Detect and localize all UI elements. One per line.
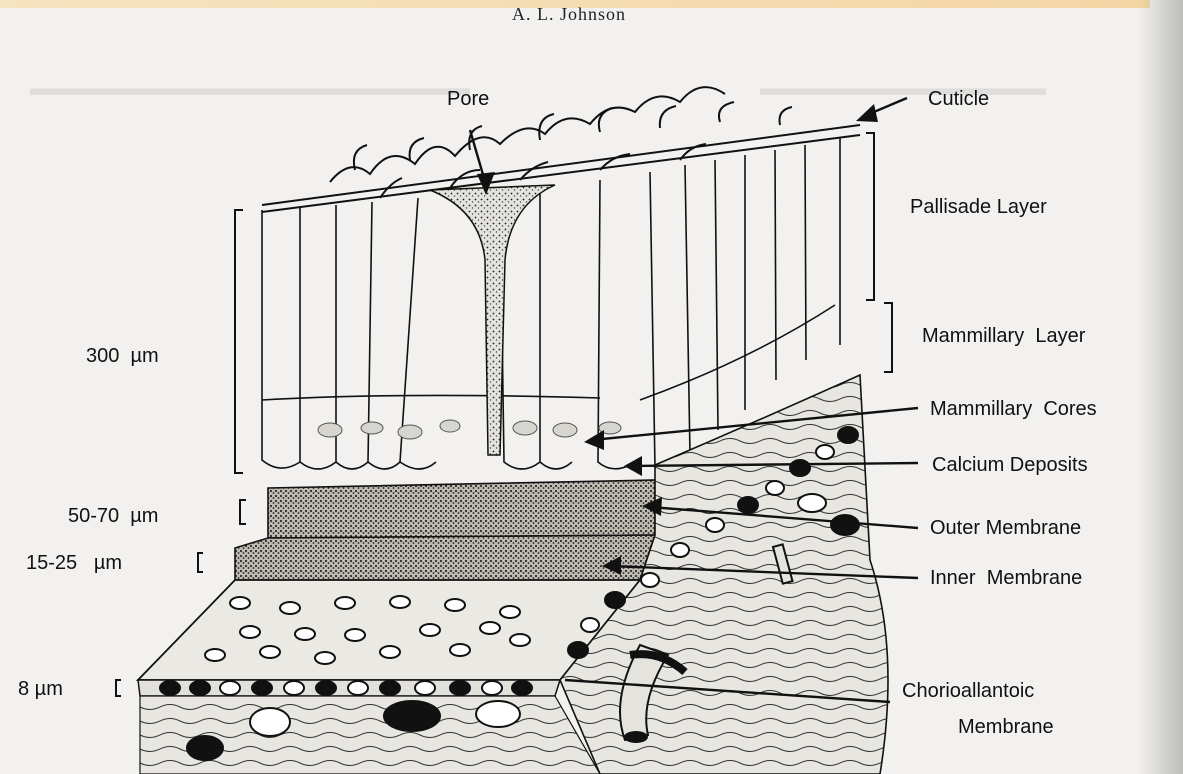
pore-canal	[430, 185, 555, 455]
label-pallisade-layer: Pallisade Layer	[910, 196, 1047, 219]
label-inner-membrane: Inner Membrane	[930, 567, 1082, 590]
label-outer-membrane: Outer Membrane	[930, 517, 1081, 540]
measure-15-25um: 15-25 µm	[26, 552, 122, 575]
outer-membrane	[268, 480, 655, 538]
mammillary-cores	[318, 420, 621, 439]
cuticle-network	[262, 87, 860, 212]
label-mammillary-layer: Mammillary Layer	[922, 325, 1085, 348]
chorioallantoic-surface	[138, 580, 640, 680]
inner-membrane	[235, 535, 655, 580]
label-pore: Pore	[447, 88, 489, 111]
label-calcium-deposits: Calcium Deposits	[932, 454, 1088, 477]
scan-edge-shadow	[1138, 0, 1183, 774]
label-cuticle: Cuticle	[928, 88, 989, 111]
label-chorioallantoic-membrane: Membrane	[958, 716, 1054, 739]
measure-8um: 8 µm	[18, 678, 63, 701]
label-chorioallantoic: Chorioallantoic	[902, 680, 1034, 703]
lower-tissue	[140, 696, 600, 774]
author-caption: A. L. Johnson	[512, 4, 626, 25]
measure-300um: 300 µm	[86, 345, 159, 368]
measure-50-70um: 50-70 µm	[68, 505, 158, 528]
label-mammillary-cores: Mammillary Cores	[930, 398, 1097, 421]
